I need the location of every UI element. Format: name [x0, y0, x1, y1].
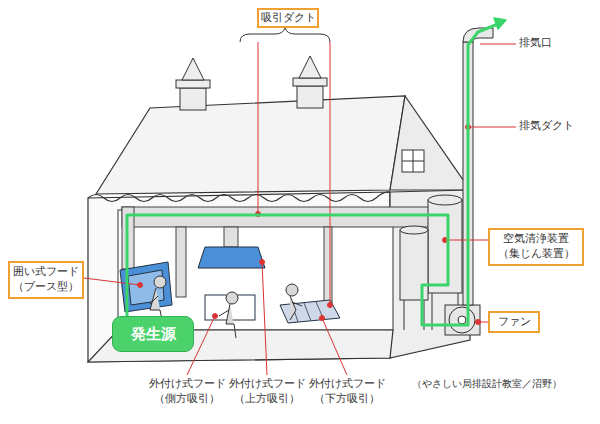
worker [219, 304, 236, 338]
leader-line [322, 318, 347, 375]
source-box: 発生源 [112, 316, 194, 352]
bracket [240, 28, 330, 42]
airflow-arrow [127, 24, 498, 350]
source-note: （やさしい局排設計教室／沼野） [412, 378, 592, 391]
hood [316, 302, 324, 320]
leader-line [258, 42, 259, 214]
air-cleaner [400, 230, 428, 300]
leader-line [476, 320, 481, 325]
house-wall [118, 210, 393, 330]
roof-ventilator [297, 86, 323, 108]
roof-ventilator [176, 56, 327, 110]
node-text: 発生源 [131, 324, 176, 344]
house-roof [96, 96, 470, 194]
leader-line [320, 316, 325, 321]
gable-window [402, 150, 424, 172]
roof-ventilator [299, 56, 321, 78]
leader-line [213, 314, 218, 319]
air-cleaner [404, 300, 405, 330]
worker [154, 276, 166, 288]
part-name: 外付け式フード （下方吸引） [305, 377, 389, 407]
house-roof [390, 96, 470, 190]
fan-symbol [458, 316, 466, 324]
label-box: 囲い式フード （ブース型） [8, 261, 84, 299]
roof-ventilator [182, 58, 204, 80]
leader-line [260, 260, 265, 265]
leader-line [262, 262, 267, 375]
airflow-arrow [494, 18, 506, 29]
leader-line [330, 42, 331, 305]
fan-symbol [445, 305, 480, 335]
label-box: ファン [488, 311, 540, 333]
air-cleaner [428, 195, 462, 205]
gable-window [402, 150, 424, 172]
roof-eave [88, 192, 390, 202]
hood [280, 300, 340, 323]
leader-line [138, 283, 143, 288]
hood [304, 303, 311, 321]
part-name: 排気口 [519, 36, 579, 51]
gable-window [402, 161, 424, 162]
part-name: 外付け式フード （側方吸引） [145, 377, 229, 407]
leader-line [84, 278, 140, 285]
fan-symbol [449, 307, 475, 333]
hood [198, 247, 265, 268]
node-text: ファン [498, 315, 531, 330]
air-cleaner [400, 226, 428, 234]
duct [176, 227, 186, 297]
duct [122, 207, 435, 227]
fan-symbol [445, 305, 480, 335]
part-name: 排気ダクト [519, 119, 589, 134]
label-box: 吸引ダクト [257, 8, 319, 28]
roof-eave [88, 192, 390, 202]
worker [290, 296, 302, 320]
node-text: 囲い式フード （ブース型） [10, 265, 82, 295]
roof-ventilator [176, 80, 210, 88]
node-text: 吸引ダクト [261, 11, 316, 26]
exhaust-duct [463, 28, 493, 42]
airflow-arrow [127, 18, 506, 350]
worker [286, 284, 298, 296]
house-roof [96, 96, 405, 194]
worker [226, 292, 238, 304]
roof-ventilator [180, 88, 206, 110]
node-text: 空気清浄装置 （集じん装置） [490, 232, 582, 262]
bracket [240, 28, 330, 42]
label-box: 空気清浄装置 （集じん装置） [488, 228, 584, 266]
leader-line [328, 303, 333, 308]
part-name: 外付け式フード （上方吸引） [225, 377, 309, 407]
roof-ventilator [293, 78, 327, 86]
leader-line [468, 127, 516, 128]
leader-line [480, 44, 516, 45]
duct [324, 227, 332, 303]
duct [224, 227, 238, 247]
